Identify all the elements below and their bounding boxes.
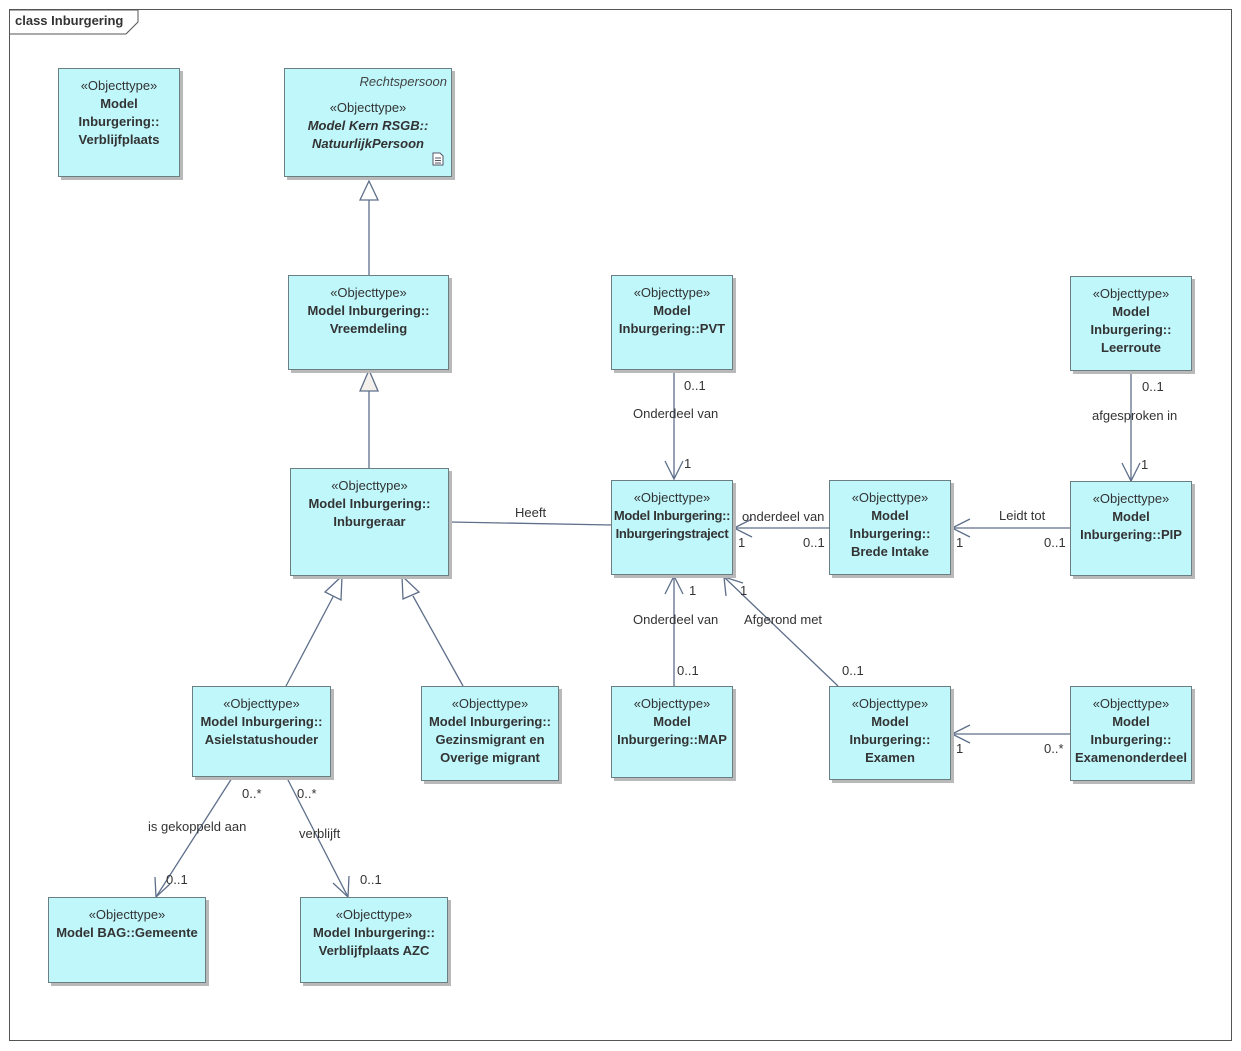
- class-examenonderdeel[interactable]: «Objecttype» Model Inburgering:: Exameno…: [1070, 686, 1192, 781]
- gen-asiel-inburgeraar: [285, 594, 335, 687]
- class-inburgeringstraject[interactable]: «Objecttype» Model Inburgering:: Inburge…: [611, 480, 733, 575]
- relation-label: Heeft: [515, 505, 546, 520]
- class-inburgeraar[interactable]: «Objecttype» Model Inburgering:: Inburge…: [290, 468, 449, 576]
- stereotype-label: «Objecttype»: [223, 696, 300, 711]
- multiplicity-label: 0..1: [166, 872, 188, 887]
- class-leerroute[interactable]: «Objecttype» Model Inburgering:: Leerrou…: [1070, 276, 1192, 371]
- stereotype-label: «Objecttype»: [330, 285, 407, 300]
- stereotype-label: «Objecttype»: [331, 478, 408, 493]
- stereotype-label: «Objecttype»: [88, 907, 166, 922]
- class-pip[interactable]: «Objecttype» Model Inburgering::PIP: [1070, 481, 1192, 576]
- document-icon: [432, 152, 444, 166]
- multiplicity-label: 0..1: [684, 378, 706, 393]
- gen-arrowhead: [401, 574, 421, 600]
- open-arrowhead: [950, 724, 971, 744]
- gen-arrowhead: [358, 179, 380, 201]
- stereotype-label: «Objecttype»: [1092, 696, 1170, 711]
- class-name: Model Inburgering:: Verblijfplaats: [78, 96, 160, 147]
- multiplicity-label: 0..1: [360, 872, 382, 887]
- multiplicity-label: 1: [740, 583, 747, 598]
- class-name: Model Inburgering:: Vreemdeling: [307, 303, 430, 336]
- diagram-title: class Inburgering: [15, 13, 123, 28]
- class-map[interactable]: «Objecttype» Model Inburgering::MAP: [611, 686, 733, 778]
- assoc-heeft: [449, 521, 613, 526]
- stereotype-label: «Objecttype»: [633, 696, 711, 711]
- class-name: Model Inburgering:: Brede Intake: [849, 508, 931, 559]
- parent-class-label: Rechtspersoon: [359, 74, 447, 89]
- class-pvt[interactable]: «Objecttype» Model Inburgering::PVT: [611, 275, 733, 370]
- relation-label: Leidt tot: [999, 508, 1046, 523]
- multiplicity-label: 0..*: [297, 786, 317, 801]
- class-name: Model Inburgering::MAP: [617, 714, 727, 747]
- class-name: Model Inburgering::PVT: [618, 303, 726, 336]
- class-asielstatushouder[interactable]: «Objecttype» Model Inburgering:: Asielst…: [192, 686, 331, 777]
- open-arrowhead: [723, 576, 744, 597]
- class-natuurlijk-persoon[interactable]: Rechtspersoon «Objecttype» Model Kern RS…: [284, 68, 452, 177]
- multiplicity-label: 1: [1141, 457, 1148, 472]
- multiplicity-label: 1: [956, 741, 963, 756]
- class-verblijfplaats-azc[interactable]: «Objecttype» Model Inburgering:: Verblij…: [300, 897, 448, 983]
- multiplicity-label: 0..1: [1044, 535, 1066, 550]
- assoc-verblijft: [286, 777, 349, 898]
- class-name: Model Inburgering:: Examen: [849, 714, 931, 765]
- class-brede-intake[interactable]: «Objecttype» Model Inburgering:: Brede I…: [829, 480, 951, 575]
- open-arrowhead: [732, 518, 753, 538]
- class-name: Model Inburgering:: Verblijfplaats AZC: [312, 925, 436, 958]
- relation-label: Onderdeel van: [633, 612, 718, 627]
- class-gemeente[interactable]: «Objecttype» Model BAG::Gemeente: [48, 897, 206, 983]
- stereotype-label: «Objecttype»: [335, 907, 413, 922]
- multiplicity-label: 1: [684, 456, 691, 471]
- multiplicity-label: 1: [956, 535, 963, 550]
- class-gezinsmigrant[interactable]: «Objecttype» Model Inburgering:: Gezinsm…: [421, 686, 559, 781]
- class-name: Model Inburgering::PIP: [1080, 509, 1182, 542]
- assoc-gemeente: [155, 777, 233, 898]
- class-vreemdeling[interactable]: «Objecttype» Model Inburgering:: Vreemde…: [288, 275, 449, 370]
- multiplicity-label: 0..1: [842, 663, 864, 678]
- relation-label: verblijft: [299, 826, 341, 841]
- relation-label: Onderdeel van: [633, 406, 718, 421]
- class-name: Model BAG::Gemeente: [56, 925, 198, 940]
- multiplicity-label: 0..1: [803, 535, 825, 550]
- relation-label: onderdeel van: [742, 509, 824, 524]
- stereotype-label: «Objecttype»: [1092, 286, 1170, 301]
- relation-label: is gekoppeld aan: [148, 819, 246, 834]
- multiplicity-label: 1: [738, 535, 745, 550]
- open-arrowhead: [950, 518, 971, 538]
- stereotype-label: «Objecttype»: [451, 696, 529, 711]
- class-name: Model Inburgering:: Inburgeraar: [308, 496, 431, 529]
- class-name: Model Inburgering:: Gezinsmigrant en Ove…: [428, 714, 552, 765]
- multiplicity-label: 0..*: [242, 786, 262, 801]
- assoc-examen: [723, 576, 839, 687]
- multiplicity-label: 0..1: [677, 663, 699, 678]
- stereotype-label: «Objecttype»: [633, 490, 711, 505]
- class-name: Model Inburgering:: Leerroute: [1090, 304, 1172, 355]
- multiplicity-label: 1: [689, 583, 696, 598]
- stereotype-label: «Objecttype»: [80, 78, 158, 93]
- class-name: Model Inburgering:: Asielstatushouder: [200, 714, 323, 747]
- stereotype-label: «Objecttype»: [633, 285, 711, 300]
- relation-label: Afgerond met: [744, 612, 822, 627]
- multiplicity-label: 0..1: [1142, 379, 1164, 394]
- frame-title-tab: [10, 9, 139, 35]
- class-name: Model Inburgering:: Inburgeringstraject: [613, 508, 731, 541]
- class-name: Model Inburgering:: Examenonderdeel: [1075, 714, 1187, 765]
- class-name: Model Kern RSGB:: NatuurlijkPersoon: [307, 118, 429, 151]
- stereotype-label: «Objecttype»: [329, 100, 407, 115]
- gen-gezin-inburgeraar: [412, 595, 464, 687]
- gen-arrowhead: [359, 368, 379, 392]
- gen-arrowhead: [323, 574, 343, 602]
- class-examen[interactable]: «Objecttype» Model Inburgering:: Examen: [829, 686, 951, 780]
- stereotype-label: «Objecttype»: [1092, 491, 1170, 506]
- open-arrowhead: [664, 460, 684, 481]
- multiplicity-label: 0..*: [1044, 741, 1064, 756]
- relation-label: afgesproken in: [1092, 408, 1177, 423]
- open-arrowhead: [664, 574, 684, 595]
- stereotype-label: «Objecttype»: [851, 490, 929, 505]
- stereotype-label: «Objecttype»: [851, 696, 929, 711]
- class-verblijfplaats[interactable]: «Objecttype» Model Inburgering:: Verblij…: [58, 68, 180, 177]
